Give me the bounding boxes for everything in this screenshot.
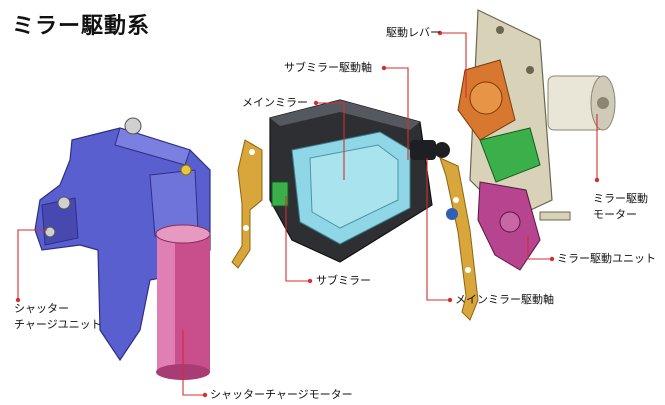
- mirror-box: [269, 99, 450, 263]
- label-shutter-charge-unit-line1: シャッター: [14, 302, 69, 315]
- label-shutter-charge-motor: シャッターチャージモーター: [210, 388, 353, 401]
- mirror-drive-unit: [457, 9, 571, 271]
- page-title: ミラー駆動系: [12, 14, 151, 39]
- shutter-charge-unit: [34, 117, 211, 362]
- mirror-drive-motor: [547, 75, 616, 131]
- label-drive-lever: 駆動レバー: [386, 26, 441, 39]
- label-main-mirror-shaft: メインミラー駆動軸: [455, 293, 554, 306]
- label-sub-mirror: サブミラー: [316, 274, 371, 287]
- label-mirror-drive-unit: ミラー駆動ユニット: [557, 252, 656, 265]
- main-mirror-lever: [439, 157, 479, 321]
- leader-lines: [15, 30, 600, 398]
- label-shutter-charge-unit-line2: チャージユニット: [14, 318, 102, 331]
- label-mirror-motor-line2: モーター: [593, 208, 637, 221]
- sub-mirror-lever: [231, 139, 263, 269]
- label-main-mirror: メインミラー: [242, 96, 308, 109]
- label-sub-mirror-shaft: サブミラー駆動軸: [284, 61, 372, 74]
- label-mirror-motor-line1: ミラー駆動: [593, 192, 648, 205]
